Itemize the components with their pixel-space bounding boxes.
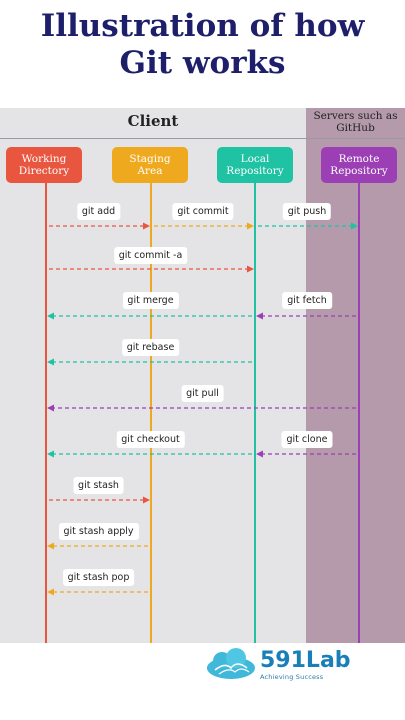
command-label: git checkout (116, 431, 185, 448)
arrowhead-icon (47, 312, 54, 320)
command-label: git merge (122, 292, 179, 309)
command-label: git add (76, 203, 121, 220)
command-label: git commit -a (113, 247, 188, 264)
command-label: git stash apply (58, 523, 139, 540)
arrowhead-icon (47, 588, 54, 596)
lane-local-line-2: Repository (226, 165, 284, 177)
arrowhead-icon (256, 450, 263, 458)
command-label: git rebase (121, 339, 180, 356)
lane-remote-line-1: Remote (338, 153, 380, 165)
command-label: git stash (73, 477, 124, 494)
title-line-2: Git works (119, 45, 286, 81)
command-label: git clone (281, 431, 333, 448)
title-line-1: Illustration of how (40, 8, 365, 44)
lane-working-line-1: Working (21, 153, 67, 165)
lane-remote-line-2: Repository (330, 165, 388, 177)
command-label: git push (282, 203, 332, 220)
arrowhead-icon (256, 312, 263, 320)
command-label: git pull (181, 385, 224, 402)
server-area (306, 108, 405, 643)
diagram-header-divider (0, 108, 405, 139)
server-label-line-2: GitHub (336, 122, 375, 134)
logo-name: 591Lab (260, 648, 351, 673)
arrowhead-icon (47, 450, 54, 458)
cloud-logo-icon (207, 648, 255, 679)
server-label: Servers such as GitHub (306, 110, 405, 134)
logo: 591Lab Achieving Success (205, 648, 355, 688)
arrowhead-icon (247, 265, 254, 273)
command-label: git commit (172, 203, 234, 220)
arrowhead-icon (143, 222, 150, 230)
lane-local-line-1: Local (240, 153, 270, 165)
page-title: Illustration of how Git works (0, 8, 405, 82)
client-label: Client (127, 112, 179, 130)
arrowhead-icon (143, 496, 150, 504)
arrowhead-icon (351, 222, 358, 230)
server-label-line-1: Servers such as (313, 110, 398, 122)
lane-staging-line-2: Area (137, 165, 163, 177)
command-label: git stash pop (62, 569, 135, 586)
arrowhead-icon (47, 358, 54, 366)
arrowhead-icon (47, 542, 54, 550)
arrowhead-icon (47, 404, 54, 412)
logo-tagline: Achieving Success (260, 673, 324, 681)
lane-working-line-2: Directory (18, 165, 70, 177)
lane-staging-line-1: Staging (129, 153, 171, 165)
command-label: git fetch (282, 292, 332, 309)
arrowhead-icon (247, 222, 254, 230)
